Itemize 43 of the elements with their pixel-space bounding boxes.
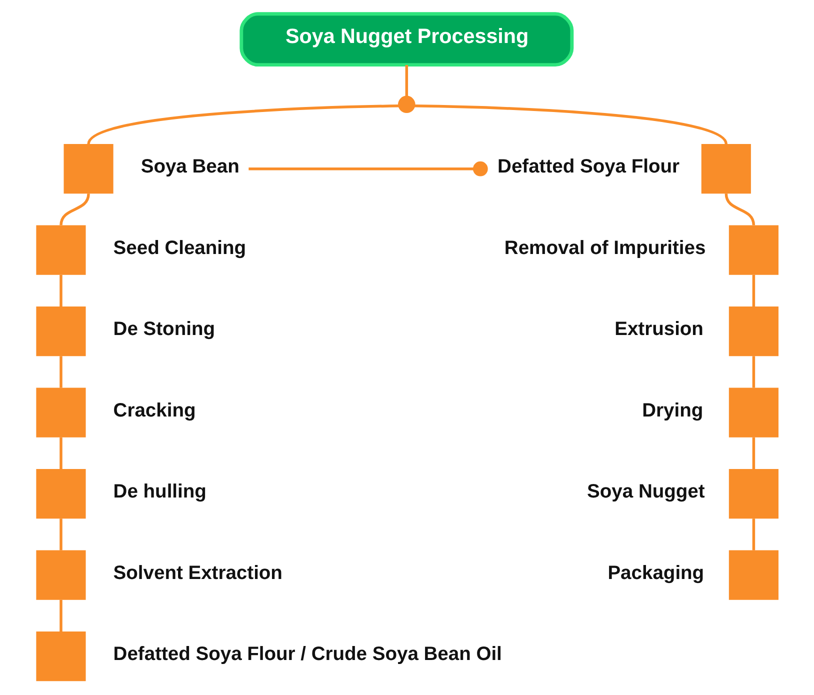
node-label: De Stoning <box>113 319 215 340</box>
node-label: Seed Cleaning <box>113 238 246 259</box>
node-box <box>728 306 778 356</box>
node-box <box>36 306 86 356</box>
connector <box>60 274 62 307</box>
node-label: Extrusion <box>614 319 704 340</box>
node-label: Packaging <box>608 562 704 584</box>
node-label: Solvent Extraction <box>113 562 282 584</box>
node-label: De hulling <box>113 482 206 503</box>
connector <box>724 193 756 226</box>
connector <box>60 437 62 470</box>
node-label: Removal of Impurities <box>504 238 706 259</box>
connector <box>752 518 756 550</box>
node-box <box>64 144 114 194</box>
node-box <box>728 225 778 275</box>
node-box <box>701 144 751 194</box>
connector <box>60 518 62 550</box>
node-label: Drying <box>642 400 704 422</box>
node-label: Cracking <box>113 400 196 422</box>
connector <box>60 193 90 226</box>
node-box: Soya Nugget Processing <box>240 12 574 67</box>
connector <box>87 104 399 145</box>
node-box <box>36 632 86 682</box>
node-label: Defatted Soya Flour / Crude Soya Bean Oil <box>113 644 502 666</box>
connector <box>752 437 756 470</box>
node-box <box>728 469 778 519</box>
node-box <box>36 225 86 275</box>
node-box <box>36 469 86 519</box>
connector <box>414 104 728 145</box>
connector <box>752 356 756 388</box>
node-label: Soya Bean <box>140 156 240 178</box>
connector <box>60 356 62 388</box>
connector <box>248 161 488 176</box>
node-box <box>36 550 86 600</box>
node-label: Soya Nugget <box>587 482 705 503</box>
node-box <box>728 388 778 438</box>
connector <box>60 600 62 632</box>
node-box <box>728 550 778 600</box>
node-box <box>36 388 86 438</box>
connector <box>405 65 408 96</box>
node-circle <box>398 96 416 114</box>
node-label: Defatted Soya Flour <box>498 156 680 178</box>
connector <box>752 274 756 307</box>
